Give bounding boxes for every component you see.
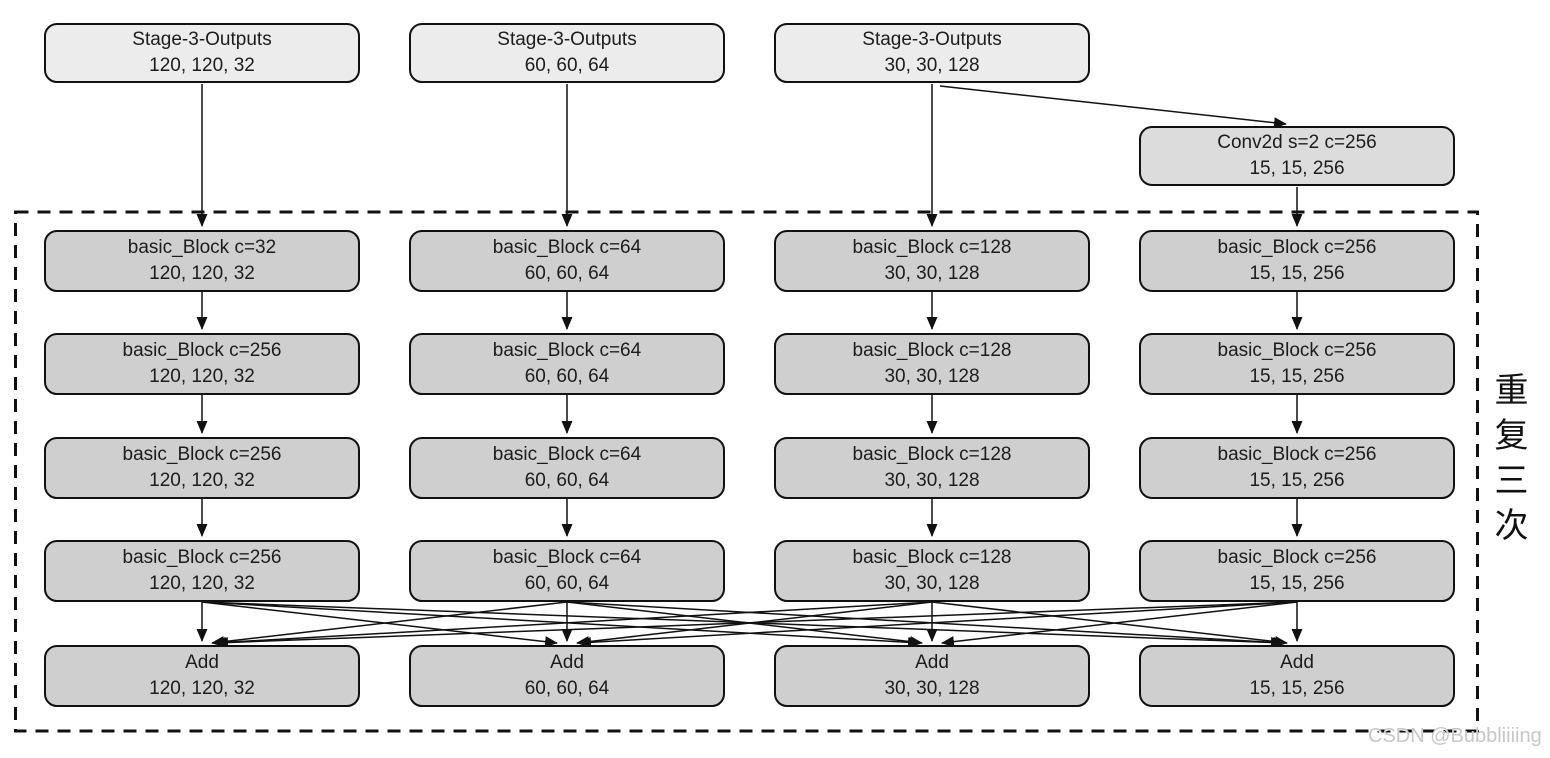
box-title: basic_Block c=128 xyxy=(852,547,1012,568)
box-title: basic_Block c=128 xyxy=(852,340,1012,361)
box-title: Stage-3-Outputs xyxy=(862,29,1002,50)
block-col1-row4: basic_Block c=256 120, 120, 32 xyxy=(44,540,360,602)
box-shape: 15, 15, 256 xyxy=(1249,366,1345,387)
box-title: Stage-3-Outputs xyxy=(132,29,272,50)
box-title: basic_Block c=256 xyxy=(122,547,282,568)
box-title: Add xyxy=(915,652,949,673)
box-shape: 30, 30, 128 xyxy=(884,263,980,284)
box-title: basic_Block c=64 xyxy=(492,340,642,361)
box-shape: 120, 120, 32 xyxy=(149,263,255,284)
block-col2-row3: basic_Block c=64 60, 60, 64 xyxy=(409,437,725,499)
block-col4-row1: basic_Block c=256 15, 15, 256 xyxy=(1139,230,1455,292)
box-shape: 60, 60, 64 xyxy=(524,678,610,699)
box-title: basic_Block c=256 xyxy=(1217,444,1377,465)
repeat-three-times-label: 重复三次 xyxy=(1489,372,1527,552)
box-title: Conv2d s=2 c=256 xyxy=(1217,132,1377,153)
block-col2-row4: basic_Block c=64 60, 60, 64 xyxy=(409,540,725,602)
stage3-output-box-1: Stage-3-Outputs 120, 120, 32 xyxy=(44,23,360,83)
box-title: basic_Block c=64 xyxy=(492,237,642,258)
box-title: Add xyxy=(550,652,584,673)
block-col3-row2: basic_Block c=128 30, 30, 128 xyxy=(774,333,1090,395)
box-shape: 60, 60, 64 xyxy=(524,263,610,284)
stage3-output-box-3: Stage-3-Outputs 30, 30, 128 xyxy=(774,23,1090,83)
conv2d-box: Conv2d s=2 c=256 15, 15, 256 xyxy=(1139,126,1455,186)
box-shape: 15, 15, 256 xyxy=(1249,158,1345,179)
box-title: basic_Block c=128 xyxy=(852,237,1012,258)
add-box-col3: Add 30, 30, 128 xyxy=(774,645,1090,707)
box-shape: 30, 30, 128 xyxy=(884,678,980,699)
block-col3-row4: basic_Block c=128 30, 30, 128 xyxy=(774,540,1090,602)
box-shape: 120, 120, 32 xyxy=(149,470,255,491)
block-col1-row3: basic_Block c=256 120, 120, 32 xyxy=(44,437,360,499)
box-shape: 15, 15, 256 xyxy=(1249,263,1345,284)
box-shape: 120, 120, 32 xyxy=(149,678,255,699)
box-title: Add xyxy=(1280,652,1314,673)
box-title: basic_Block c=256 xyxy=(1217,547,1377,568)
box-shape: 120, 120, 32 xyxy=(149,573,255,594)
box-shape: 60, 60, 64 xyxy=(524,470,610,491)
box-title: basic_Block c=64 xyxy=(492,444,642,465)
box-title: basic_Block c=256 xyxy=(122,444,282,465)
block-col2-row1: basic_Block c=64 60, 60, 64 xyxy=(409,230,725,292)
block-col4-row2: basic_Block c=256 15, 15, 256 xyxy=(1139,333,1455,395)
box-shape: 30, 30, 128 xyxy=(884,366,980,387)
box-title: basic_Block c=32 xyxy=(127,237,277,258)
box-shape: 30, 30, 128 xyxy=(884,573,980,594)
stage3-output-box-2: Stage-3-Outputs 60, 60, 64 xyxy=(409,23,725,83)
watermark: CSDN @Bubbliiiing xyxy=(1368,725,1542,747)
box-title: basic_Block c=256 xyxy=(1217,340,1377,361)
box-shape: 60, 60, 64 xyxy=(524,573,610,594)
box-title: basic_Block c=128 xyxy=(852,444,1012,465)
box-shape: 15, 15, 256 xyxy=(1249,678,1345,699)
block-col1-row1: basic_Block c=32 120, 120, 32 xyxy=(44,230,360,292)
box-shape: 30, 30, 128 xyxy=(884,55,980,76)
box-title: Stage-3-Outputs xyxy=(497,29,637,50)
box-shape: 120, 120, 32 xyxy=(149,55,255,76)
block-col4-row4: basic_Block c=256 15, 15, 256 xyxy=(1139,540,1455,602)
box-shape: 60, 60, 64 xyxy=(524,55,610,76)
box-title: basic_Block c=64 xyxy=(492,547,642,568)
block-col3-row1: basic_Block c=128 30, 30, 128 xyxy=(774,230,1090,292)
add-box-col4: Add 15, 15, 256 xyxy=(1139,645,1455,707)
add-box-col2: Add 60, 60, 64 xyxy=(409,645,725,707)
box-shape: 15, 15, 256 xyxy=(1249,470,1345,491)
box-title: basic_Block c=256 xyxy=(1217,237,1377,258)
block-col3-row3: basic_Block c=128 30, 30, 128 xyxy=(774,437,1090,499)
box-shape: 15, 15, 256 xyxy=(1249,573,1345,594)
block-col4-row3: basic_Block c=256 15, 15, 256 xyxy=(1139,437,1455,499)
box-shape: 30, 30, 128 xyxy=(884,470,980,491)
box-title: basic_Block c=256 xyxy=(122,340,282,361)
add-box-col1: Add 120, 120, 32 xyxy=(44,645,360,707)
block-col1-row2: basic_Block c=256 120, 120, 32 xyxy=(44,333,360,395)
box-shape: 120, 120, 32 xyxy=(149,366,255,387)
flow-arrows xyxy=(196,84,1303,649)
box-title: Add xyxy=(185,652,219,673)
repeat-region-border xyxy=(14,210,1479,733)
box-shape: 60, 60, 64 xyxy=(524,366,610,387)
block-col2-row2: basic_Block c=64 60, 60, 64 xyxy=(409,333,725,395)
